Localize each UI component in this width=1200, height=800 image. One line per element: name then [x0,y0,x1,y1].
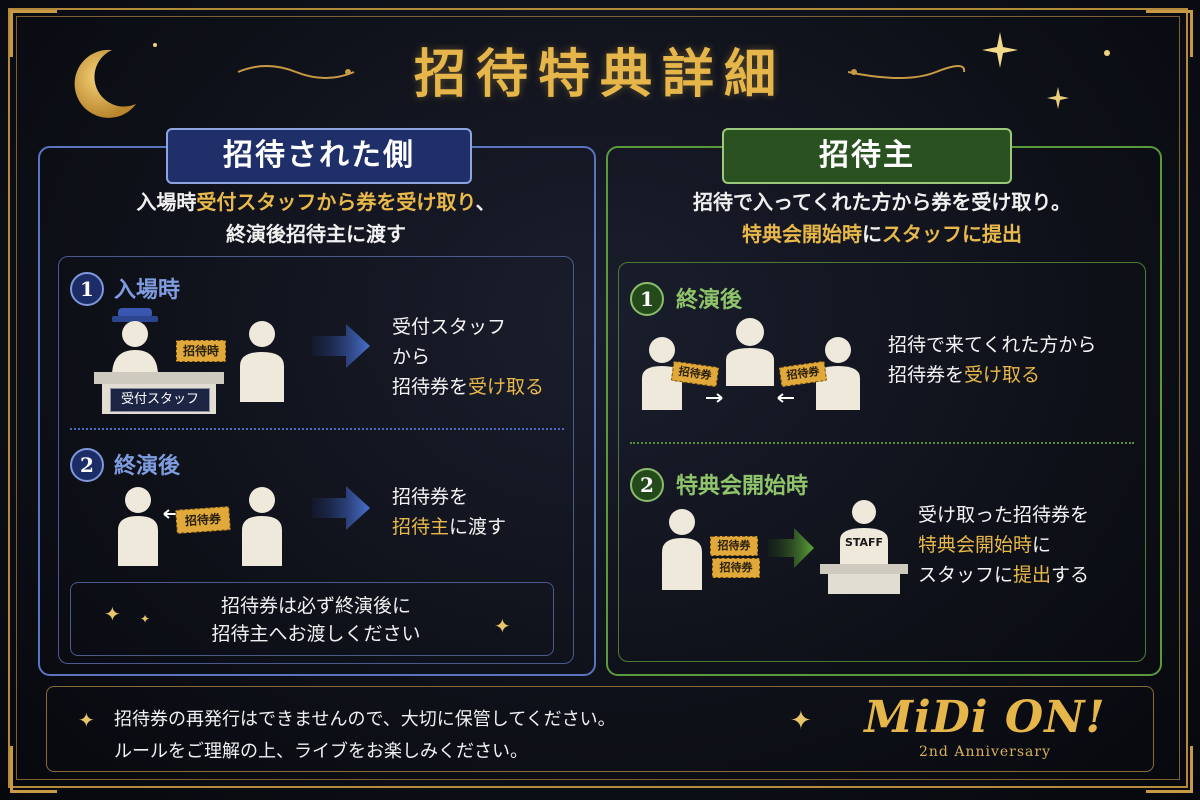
invited-side-lead-line2: 終演後招待主に渡す [226,222,406,246]
lead-text: 入場時 [136,190,197,214]
note-line: 招待主へお渡しください [211,623,421,645]
lead-highlight: スタッフに提出 [882,222,1022,246]
inner-frame [16,16,1180,780]
sparkle-icon [1104,50,1110,56]
inviter-lead-line2: 特典会開始時にスタッフに提出 [618,218,1146,250]
inviter-lead-line1: 招待で入ってくれた方から券を受け取り。 [693,190,1071,214]
step-number: 1 [70,272,104,306]
desc-highlight: 受け取る [964,364,1041,386]
notice-line: 招待券の再発行はできませんので、大切に保管してください。 [114,709,616,730]
staff-desk-illustration [820,500,908,594]
desc-line: 招待券を [392,486,469,508]
arrow-right-icon [312,324,370,368]
anniversary-subtitle: 2nd Anniversary [919,744,1051,760]
desc-line: スタッフに提出する [918,560,1148,590]
step-number: 1 [630,282,664,316]
notice-line: ルールをご理解の上、ライブをお楽しみください。 [114,741,528,762]
sparkle-icon [153,43,157,47]
desc-text: に渡す [449,516,507,538]
desc-line: 招待券を受け取る [392,372,572,402]
step-description: 招待券を 招待主に渡す [392,482,572,542]
ticket: 招待券 [175,506,231,534]
invited-steps-box [58,256,574,664]
invited-side-tag: 招待された側 [166,128,472,184]
lead-text: 、 [475,190,496,214]
outer-frame [8,8,1188,788]
person-icon [662,509,702,590]
desc-text: 招待券を [888,364,965,386]
desc-highlight: 特典会開始時 [918,534,1033,556]
sparkle-icon: ✦ [494,614,511,638]
desc-line: 招待で来てくれた方から [888,334,1097,356]
step-label: 特典会開始時 [676,474,809,499]
bottom-notice-text: 招待券の再発行はできませんので、大切に保管してください。 ルールをご理解の上、ラ… [114,704,774,768]
step-label: 入場時 [114,278,181,303]
step-label: 終演後 [676,288,743,313]
corner-ornament [1146,746,1193,793]
receive-illustration [642,318,860,410]
note-line: 招待券は必ず終演後に [220,595,411,617]
flourish-left [237,65,355,79]
step-divider [630,442,1134,444]
desc-text: する [1051,564,1090,586]
sparkle-icon: ✦ [140,612,151,626]
reception-counter-label: 受付スタッフ [110,388,210,412]
step-description: 受付スタッフ から 招待券を受け取る [392,312,572,402]
invited-side-lead-line1: 入場時受付スタッフから券を受け取り、 [58,186,574,218]
step-description: 受け取った招待券を 特典会開始時に スタッフに提出する [918,500,1148,590]
desc-line: 特典会開始時に [918,530,1148,560]
page-title: 招待特典詳細 [413,44,786,105]
desc-line: 受け取った招待券を [918,504,1090,526]
midi-on-logo: MiDi ON! [864,692,1106,743]
note-box [70,582,554,656]
lead-highlight: 受付スタッフから券を受け取り [196,190,476,214]
sparkle-icon: ✦ [790,706,812,736]
ticket: 招待券 [712,558,760,578]
lead-highlight: 特典会開始時 [742,222,862,246]
desc-text: に [1032,534,1052,556]
note-text: 招待券は必ず終演後に 招待主へお渡しください [160,592,472,648]
arrow-right-icon [768,528,814,568]
step-description: 招待で来てくれた方から 招待券を受け取る [888,330,1138,390]
step-number: 2 [70,448,104,482]
ticket: 招待券 [710,536,758,556]
inviter-steps-box [618,262,1146,662]
bottom-notice-box [46,686,1154,772]
flourish-right [847,65,966,79]
sparkle-icon: ✦ [104,602,121,626]
desc-line: 招待主に渡す [392,512,572,542]
sparkle-icon: ✦ [78,708,95,732]
sparkle-icon [982,32,1018,68]
corner-ornament [10,746,57,793]
staff-label: STAFF [844,536,884,549]
inviter-tag: 招待主 [722,128,1012,184]
desc-highlight: 招待主 [392,516,450,538]
corner-ornament [10,10,57,57]
desc-line: から [392,346,431,368]
desc-line: 受付スタッフ [392,316,507,338]
desc-text: スタッフに [918,564,1014,586]
step-divider [70,428,564,430]
arrow-right-icon [312,486,370,530]
sparkle-icon [1047,87,1069,109]
step-label: 終演後 [114,454,181,479]
corner-ornament [1146,10,1193,57]
ticket: 招待時 [176,340,226,362]
desc-highlight: 受け取る [468,376,545,398]
desc-line: 招待券を受け取る [888,360,1138,390]
handover-illustration [118,487,282,566]
desc-highlight: 提出 [1013,564,1052,586]
step-number: 2 [630,468,664,502]
lead-text: に [862,222,882,246]
desc-text: 招待券を [392,376,469,398]
moon-icon [74,49,136,118]
